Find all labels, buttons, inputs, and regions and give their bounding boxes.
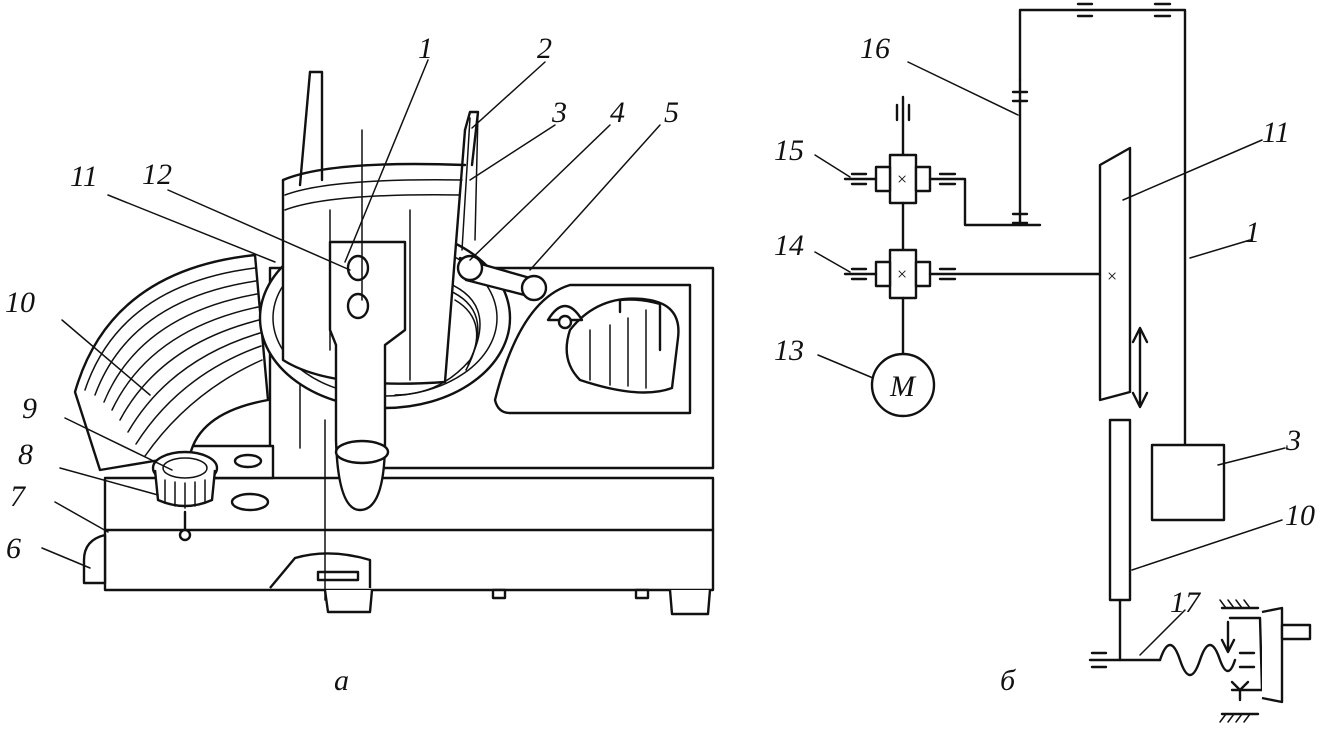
- label-a-5: 5: [664, 96, 679, 129]
- label-b-1: 1: [1245, 216, 1260, 249]
- label-b-13: 13: [774, 334, 804, 367]
- caption-a: а: [334, 664, 349, 697]
- label-b-17: 17: [1170, 586, 1202, 619]
- label-b-14: 14: [774, 229, 804, 262]
- label-a-11: 11: [70, 160, 98, 193]
- label-b-11: 11: [1262, 116, 1290, 149]
- frame-link: [1018, 8, 1187, 447]
- label-b-15: 15: [774, 134, 804, 167]
- caption-b: б: [1000, 664, 1016, 697]
- label-b-10: 10: [1285, 499, 1315, 532]
- label-b-16: 16: [860, 32, 890, 65]
- label-a-9: 9: [22, 392, 37, 425]
- motor-symbol: M: [889, 370, 917, 403]
- gear-mark-14: ×: [897, 264, 907, 284]
- label-a-7: 7: [10, 480, 27, 513]
- cutaway-window: [565, 297, 680, 394]
- carriage-10: [1108, 418, 1132, 602]
- blade-guard: [73, 253, 270, 472]
- label-a-3: 3: [551, 96, 567, 129]
- gear-mark-11: ×: [1107, 266, 1117, 286]
- label-a-4: 4: [610, 96, 625, 129]
- motor: [870, 352, 936, 418]
- spring-17: [1158, 643, 1237, 677]
- figure-a-machine: 1 2 3 4 5 6 7 8 9 10 11 12 а: [5, 32, 715, 697]
- label-a-6: 6: [6, 532, 21, 565]
- label-a-12: 12: [142, 158, 172, 191]
- label-a-1: 1: [418, 32, 433, 65]
- label-a-10: 10: [5, 286, 35, 319]
- label-a-8: 8: [18, 438, 33, 471]
- label-a-2: 2: [537, 32, 552, 65]
- front-foot: [82, 533, 107, 585]
- block-3: [1150, 443, 1226, 522]
- label-b-3: 3: [1285, 424, 1301, 457]
- figure-b-scheme: × × M ×: [774, 2, 1315, 723]
- solenoid: [1228, 616, 1264, 692]
- blade-11: [1098, 146, 1132, 402]
- gear-mark-15: ×: [897, 169, 907, 189]
